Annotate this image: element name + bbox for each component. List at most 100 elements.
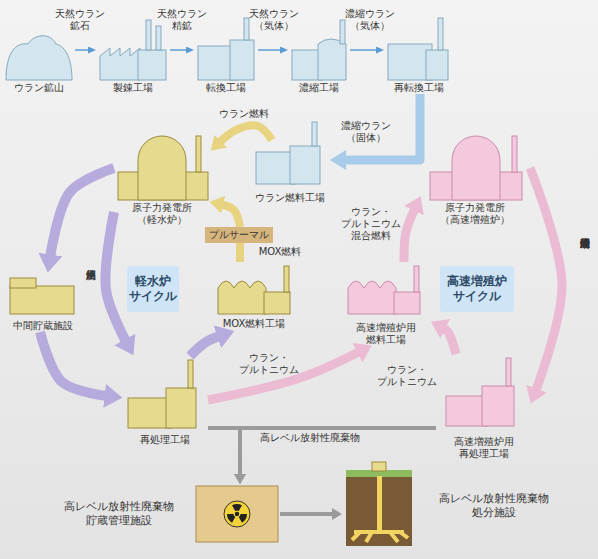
factory-symbol xyxy=(218,281,266,314)
factory-symbol xyxy=(426,50,448,80)
flow-arrow xyxy=(75,49,90,51)
edge-label: 濃縮ウラン （固体） xyxy=(336,120,396,144)
storage-symbol xyxy=(10,278,36,288)
cycle-label: 高速増殖炉 サイクル xyxy=(444,274,510,304)
chimney-symbol xyxy=(438,18,443,50)
facility-label: MOX燃料工場 xyxy=(212,318,296,330)
factory-symbol xyxy=(128,398,172,428)
chimney-symbol xyxy=(414,266,419,292)
facility-node: 高レベル放射性廃棄物 処分施設 xyxy=(342,462,596,550)
cycle-box: 高速増殖炉 サイクル xyxy=(440,266,514,312)
flow-arrow xyxy=(218,125,272,144)
flow-arrow xyxy=(350,49,378,51)
factory-symbol xyxy=(264,292,290,314)
factory-symbol xyxy=(100,48,140,80)
radiation-symbol xyxy=(239,514,247,523)
facility-label: 高レベル放射性廃棄物 貯蔵管理施設 xyxy=(56,500,181,528)
flow-arrow xyxy=(258,49,282,51)
mine-node: ウラン鉱山 xyxy=(3,36,75,94)
chimney-symbol xyxy=(512,136,517,172)
flow-arrow xyxy=(240,428,436,477)
flow-arrow xyxy=(236,243,244,262)
edge-label: 天然ウラン （気体） xyxy=(244,8,304,32)
plant-node: 原子力発電所 （軽水炉） xyxy=(114,128,210,226)
radiation-symbol xyxy=(224,501,250,527)
flow-arrow xyxy=(105,212,127,344)
facility-label: 再処理工場 xyxy=(125,434,205,446)
ground-symbol xyxy=(346,476,412,546)
factory-symbol xyxy=(166,388,196,428)
chimney-symbol xyxy=(340,20,345,44)
facility-label: 高速増殖炉用 再処理工場 xyxy=(449,436,519,460)
cycle-box: 軽水炉 サイクル xyxy=(127,266,179,312)
flow-arrow xyxy=(40,332,110,396)
building-symbol xyxy=(372,462,386,471)
shaft-symbol xyxy=(377,476,382,530)
facility-label: 転換工場 xyxy=(194,82,258,94)
reactor-dome xyxy=(452,136,500,200)
mine-symbol xyxy=(6,36,72,80)
facility-label: プルサーマル xyxy=(205,229,273,241)
facility-label: 再転換工場 xyxy=(384,82,454,94)
edge-label: ウラン・ プルトニウム xyxy=(238,352,300,376)
factory-symbol xyxy=(348,281,396,314)
factory-symbol xyxy=(482,386,514,426)
process-band: プルサーマル xyxy=(205,227,273,243)
chimney-symbol xyxy=(196,136,201,172)
edge-label: 天然ウラン 精鉱 xyxy=(152,8,212,32)
tunnel-symbol xyxy=(352,532,408,542)
factory-symbol xyxy=(388,44,432,80)
chimney-symbol xyxy=(506,358,511,386)
facility-node: 高レベル放射性廃棄物 貯蔵管理施設 xyxy=(52,484,280,544)
edge-label: ウラン・ プルトニウム xyxy=(376,364,438,388)
facility-node: 高速増殖炉用 再処理工場 xyxy=(436,354,532,460)
facility-label: ウラン燃料工場 xyxy=(250,192,330,204)
chimney-symbol xyxy=(244,18,249,40)
chimney-symbol xyxy=(312,122,317,146)
edge-label: 濃縮ウラン （気体） xyxy=(340,8,400,32)
facility-node: 転換工場 xyxy=(194,16,258,94)
flow-arrow xyxy=(170,49,188,51)
facility-label: 高速増殖炉用 燃料工場 xyxy=(351,322,421,346)
facility-node: 再転換工場 xyxy=(384,16,454,94)
facility-node: MOX燃料工場 xyxy=(212,262,296,330)
facility-node: 再処理工場 xyxy=(122,356,208,446)
facility-node: 中間貯蔵施設 xyxy=(6,272,80,332)
facility-label: 製錬工場 xyxy=(98,82,168,94)
flow-arrow xyxy=(404,206,416,262)
flow-arrow xyxy=(190,335,222,356)
plant-node: 原子力発電所 （高速増殖炉） xyxy=(420,128,530,226)
edge-label: ウラン燃料 xyxy=(214,108,274,120)
facility-node: ウラン燃料工場 xyxy=(250,140,330,204)
facility-label: ウラン鉱山 xyxy=(4,82,74,94)
radiation-symbol xyxy=(227,514,235,523)
reactor-dome xyxy=(138,136,186,200)
radiation-symbol xyxy=(235,512,239,516)
flow-arrow xyxy=(441,327,456,354)
cycle-label: 軽水炉 サイクル xyxy=(128,274,178,304)
factory-symbol xyxy=(230,40,254,80)
factory-symbol xyxy=(318,39,346,80)
chimney-symbol xyxy=(156,26,161,50)
flow-arrow xyxy=(208,428,240,477)
edge-label: MOX燃料 xyxy=(256,246,304,258)
factory-symbol xyxy=(290,146,320,184)
chimney-symbol xyxy=(146,20,151,50)
flow-arrow xyxy=(530,168,562,393)
facility-node: 濃縮工場 xyxy=(288,16,350,94)
storage-box xyxy=(196,486,278,542)
flow-arrow xyxy=(280,512,335,516)
factory-symbol xyxy=(394,292,420,314)
facility-node: 製錬工場 xyxy=(96,16,170,94)
chimney-symbol xyxy=(188,360,193,388)
flow-arrow xyxy=(341,94,420,160)
facility-label: 濃縮工場 xyxy=(288,82,350,94)
facility-label: 原子力発電所 （高速増殖炉） xyxy=(435,202,515,226)
radiation-symbol xyxy=(232,504,242,511)
facility-label: 原子力発電所 （軽水炉） xyxy=(125,202,199,226)
facility-node: 高速増殖炉用 燃料工場 xyxy=(340,262,432,346)
flow-arrow xyxy=(208,351,362,400)
storage-symbol xyxy=(10,286,74,314)
